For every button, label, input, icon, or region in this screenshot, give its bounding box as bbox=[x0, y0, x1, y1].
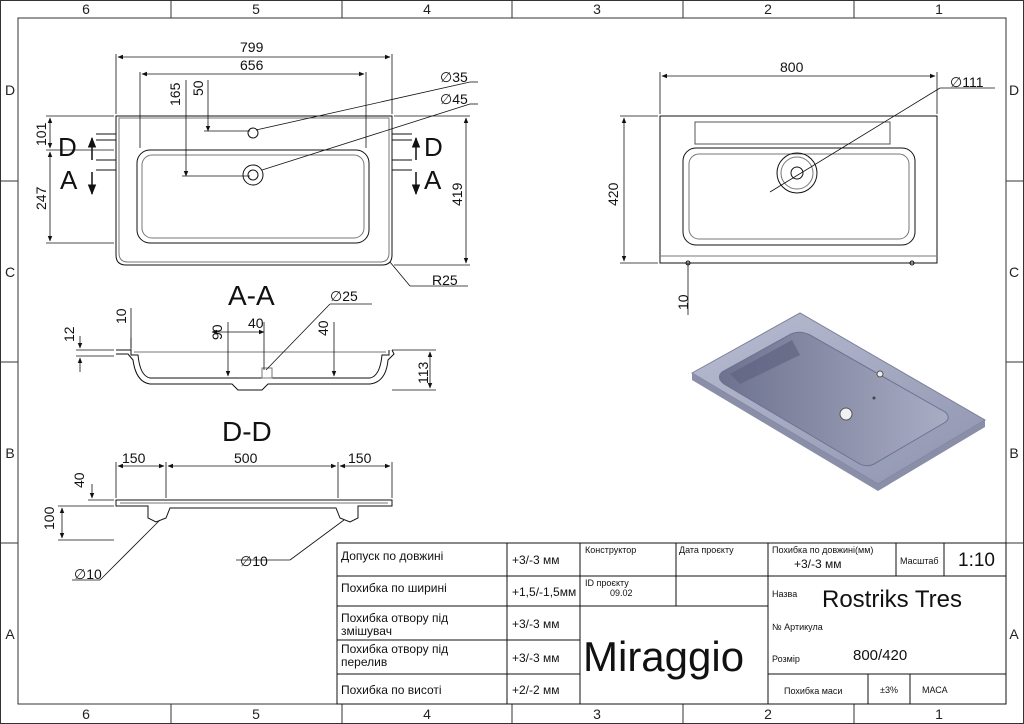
dim-40-aa-a: 40 bbox=[248, 315, 264, 331]
dim-90-aa: 90 bbox=[209, 324, 225, 340]
dim-12-aa: 12 bbox=[61, 326, 77, 342]
tol-label-height: Похибка по висоті bbox=[341, 683, 442, 697]
dim-dia10-left: ∅10 bbox=[74, 566, 102, 582]
size-value: 800/420 bbox=[853, 647, 908, 664]
right-view bbox=[620, 72, 995, 315]
section-dd bbox=[58, 462, 393, 581]
zone-col-5: 5 bbox=[252, 1, 260, 17]
name-label: Назва bbox=[772, 589, 798, 599]
dim-247: 247 bbox=[33, 186, 49, 210]
section-mark-a-left: A bbox=[60, 165, 78, 195]
size-label: Розмір bbox=[772, 654, 800, 664]
constructor-label: Конструктор bbox=[585, 545, 637, 555]
dim-656: 656 bbox=[240, 57, 264, 73]
dim-dia35: ∅35 bbox=[440, 69, 468, 85]
tol-label-mixer-hole: Похибка отвору під змішувач bbox=[341, 611, 449, 639]
section-aa bbox=[76, 303, 436, 391]
zone-row-b: B bbox=[5, 445, 15, 461]
dim-420: 420 bbox=[605, 182, 621, 206]
mass-label: МАСА bbox=[922, 685, 948, 695]
zone-col-1-bottom: 1 bbox=[935, 706, 943, 722]
mass-tol-label: Похибка маси bbox=[784, 686, 843, 696]
tol-value-width: +1,5/-1,5мм bbox=[512, 585, 577, 599]
zone-col-5-bottom: 5 bbox=[252, 706, 260, 722]
zone-col-3: 3 bbox=[593, 1, 601, 17]
dim-10-right: 10 bbox=[675, 294, 691, 310]
dim-150-left: 150 bbox=[122, 450, 146, 466]
tol-label-length: Допуск по довжині bbox=[341, 549, 444, 563]
dim-50: 50 bbox=[190, 80, 206, 96]
brand-name: Miraggio bbox=[583, 633, 745, 680]
dim-419: 419 bbox=[449, 182, 465, 206]
dim-150-right: 150 bbox=[348, 450, 372, 466]
dim-10-aa: 10 bbox=[113, 308, 129, 324]
dim-dia45: ∅45 bbox=[440, 91, 468, 107]
zone-col-2: 2 bbox=[764, 1, 772, 17]
zone-row-a: A bbox=[5, 626, 15, 642]
zone-row-c: C bbox=[4, 264, 16, 280]
length-tol-value: +3/-3 мм bbox=[794, 557, 842, 571]
dim-dia10-right: ∅10 bbox=[240, 553, 268, 569]
top-view bbox=[46, 54, 478, 287]
scale-label: Масштаб bbox=[900, 556, 939, 566]
dim-799: 799 bbox=[240, 39, 264, 55]
title-block bbox=[336, 542, 1007, 705]
tol-value-mixer-hole: +3/-3 мм bbox=[512, 617, 560, 631]
tol-label-overflow-hole: Похибка отвору під перелив bbox=[341, 642, 449, 670]
tol-label-width: Похибка по ширині bbox=[341, 581, 447, 595]
zone-row-b-right: B bbox=[1009, 445, 1019, 461]
article-label: № Артикула bbox=[772, 622, 823, 632]
dim-40-aa-b: 40 bbox=[315, 320, 331, 336]
scale-value: 1:10 bbox=[958, 550, 995, 571]
tol-value-overflow-hole: +3/-3 мм bbox=[512, 651, 560, 665]
zone-row-d-right: D bbox=[1008, 82, 1020, 98]
dim-dia25: ∅25 bbox=[330, 288, 358, 304]
section-mark-d-left: D bbox=[58, 132, 77, 162]
dim-113-aa: 113 bbox=[415, 361, 431, 384]
zone-col-4: 4 bbox=[423, 1, 431, 17]
dim-165: 165 bbox=[167, 82, 183, 106]
section-dd-title: D-D bbox=[222, 416, 272, 447]
zone-col-3-bottom: 3 bbox=[593, 706, 601, 722]
dim-100-dd: 100 bbox=[41, 506, 57, 530]
section-mark-d-right: D bbox=[424, 132, 443, 162]
tol-value-length: +3/-3 мм bbox=[512, 553, 560, 567]
tol-value-height: +2/-2 мм bbox=[512, 683, 560, 697]
dim-40-dd: 40 bbox=[71, 472, 87, 488]
zone-col-6-bottom: 6 bbox=[82, 706, 90, 722]
dim-r25: R25 bbox=[432, 272, 458, 288]
dim-dia111: ∅111 bbox=[950, 74, 984, 90]
zone-col-2-bottom: 2 bbox=[764, 706, 772, 722]
project-id-label: ID проєкту bbox=[585, 578, 629, 588]
mass-tol-value: ±3% bbox=[880, 685, 898, 695]
zone-col-6: 6 bbox=[82, 1, 90, 17]
zone-row-d: D bbox=[4, 82, 16, 98]
basin-render bbox=[690, 312, 986, 491]
zone-row-c-right: C bbox=[1008, 264, 1020, 280]
dim-101: 101 bbox=[33, 122, 49, 146]
dim-800: 800 bbox=[780, 59, 804, 75]
zone-col-1: 1 bbox=[935, 1, 943, 17]
length-tol-label: Похибка по довжині(мм) bbox=[772, 545, 874, 555]
zone-col-4-bottom: 4 bbox=[423, 706, 431, 722]
date-label: Дата проєкту bbox=[679, 545, 734, 555]
project-id: 09.02 bbox=[610, 588, 633, 598]
zone-row-a-right: A bbox=[1009, 626, 1019, 642]
section-mark-a-right: A bbox=[424, 165, 442, 195]
product-name: Rostriks Tres bbox=[822, 586, 963, 613]
section-aa-title: A-A bbox=[228, 280, 275, 311]
dim-500: 500 bbox=[234, 450, 258, 466]
